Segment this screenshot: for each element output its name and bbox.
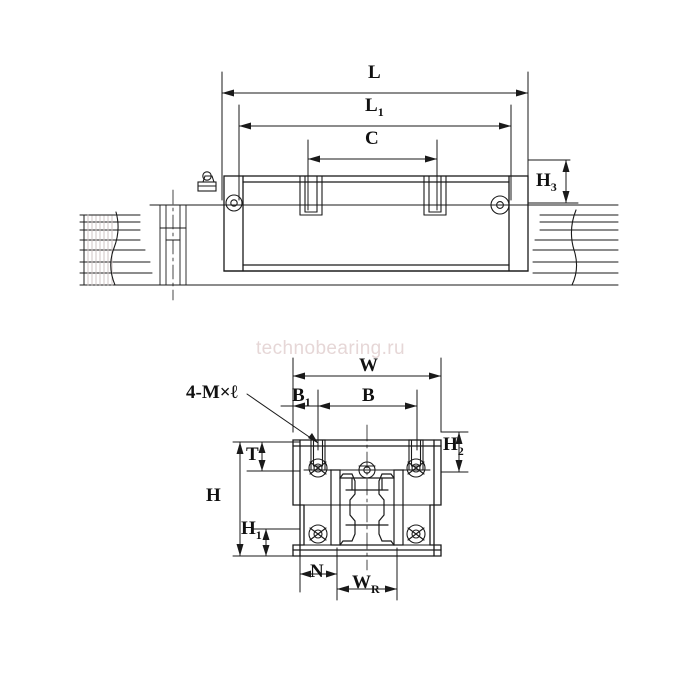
- label-L1: L1: [365, 95, 384, 119]
- break-line-left: [110, 211, 119, 286]
- label-T: T: [246, 444, 259, 465]
- dim-WR: [336, 547, 398, 601]
- dim-H1: [251, 528, 301, 557]
- label-H: H: [206, 485, 221, 506]
- bolt-hole-front-right: [408, 439, 424, 471]
- label-WR: WR: [352, 572, 380, 596]
- watermark: technobearing.ru: [256, 338, 406, 359]
- rail-hole-side: [159, 204, 187, 286]
- rail-break-left: [83, 214, 113, 286]
- break-line-right: [570, 209, 578, 286]
- label-N: N: [310, 561, 324, 582]
- label-H2: H2: [443, 434, 464, 458]
- grease-nipple: [197, 171, 217, 192]
- rail-front-shoulders: [329, 469, 405, 546]
- ball-race-ne: [406, 458, 426, 478]
- label-W: W: [359, 355, 378, 376]
- ball-race-nw: [308, 458, 328, 478]
- label-B: B: [362, 385, 375, 406]
- dim-L1: [238, 104, 512, 201]
- end-seal-right: [490, 195, 510, 215]
- label-C: C: [365, 128, 379, 149]
- end-seal-left: [225, 194, 243, 212]
- dim-C: [307, 139, 438, 211]
- rail-side-right: [532, 214, 619, 286]
- dim-B1: [280, 389, 319, 433]
- label-B1: B1: [292, 385, 311, 409]
- label-thread-4-M: 4-M×ℓ: [186, 382, 238, 403]
- label-H3: H3: [536, 170, 557, 194]
- dim-H3: [527, 159, 579, 204]
- carriage-block: [223, 175, 529, 272]
- label-L: L: [368, 62, 381, 83]
- bolt-hole-left: [299, 175, 323, 216]
- rail-top-edges: [149, 204, 619, 286]
- dim-H2: [440, 431, 469, 473]
- ball-race-sw: [308, 524, 328, 544]
- bolt-hole-right: [423, 175, 447, 216]
- label-H1: H1: [241, 518, 262, 542]
- ball-race-se: [406, 524, 426, 544]
